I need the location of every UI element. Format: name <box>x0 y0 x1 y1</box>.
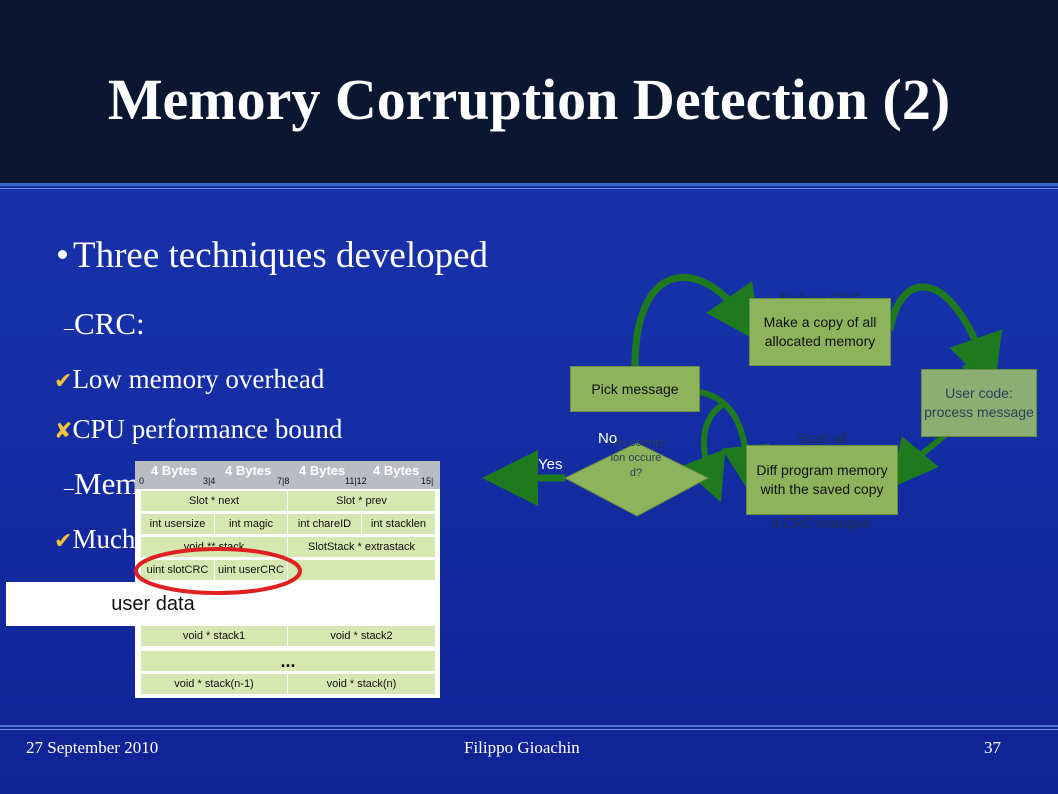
user-code-box: User code: process message <box>921 369 1037 437</box>
memory-header <box>135 461 440 489</box>
footer-author: Filippo Gioachin <box>464 738 580 757</box>
diff-program-box: Diff program memory with the saved copy <box>746 445 898 515</box>
memory-row: ... <box>141 651 435 671</box>
memory-cell: void * stack(n-1) <box>141 674 288 694</box>
memory-cell: uint slotCRC <box>141 560 215 580</box>
memory-cell: int magic <box>215 514 288 534</box>
header-label-3: 4 Bytes <box>299 463 346 478</box>
memory-cell: uint userCRC <box>215 560 288 580</box>
scan-all-label: Scan all <box>797 430 847 446</box>
footer-divider-thin <box>0 729 1058 730</box>
bullet-crc-pro-text: Low memory overhead <box>72 364 325 394</box>
pick-message-box: Pick message <box>570 366 700 412</box>
bullet-mem-pro-text: Much <box>72 524 136 554</box>
header-num-1: 3|4 <box>203 476 216 486</box>
bullet-mem-text: Mem <box>74 466 140 501</box>
footer-divider <box>0 725 1058 727</box>
slide-title: Memory Corruption Detection (2) <box>107 67 951 132</box>
decision-text: Has corrupt ion occure d? <box>607 437 665 479</box>
if-crc-changed-label: if CRC changed <box>771 515 871 531</box>
arrow-pick-to-copy <box>631 273 761 367</box>
memory-layout-figure: 4 Bytes 4 Bytes 4 Bytes 4 Bytes 0 3|4 7|… <box>135 461 440 698</box>
memory-cell: void * stack2 <box>330 630 393 642</box>
dash-icon: – <box>64 317 74 339</box>
memory-cell: Slot * prev <box>336 495 387 507</box>
footer-page-number: 37 <box>984 738 1001 757</box>
memory-row: void * stack(n-1) void * stack(n) <box>141 674 435 694</box>
footer-date: 27 September 2010 <box>26 738 159 757</box>
memory-cell: void * stack(n) <box>326 678 397 690</box>
arrow-copy-to-user <box>886 283 1003 392</box>
yes-label: Yes <box>538 456 563 473</box>
memory-cell: int chareID <box>288 514 362 534</box>
bullet-crc-con: ✘CPU performance bound <box>54 414 342 445</box>
bullet-main: Three techniques developed <box>58 234 488 277</box>
memory-cell: int usersize <box>141 514 215 534</box>
title-divider-thin <box>0 188 1058 189</box>
memory-row: uint slotCRC uint userCRC <box>141 560 435 580</box>
memory-row: void * stack1 void * stack2 <box>141 626 435 646</box>
no-label: No <box>598 430 618 447</box>
header-label-2: 4 Bytes <box>225 463 272 478</box>
bullet-dot-icon <box>58 250 67 260</box>
bullet-mem-pro: ✔Much <box>54 524 135 555</box>
bullet-mem: –Mem <box>64 466 139 502</box>
memory-cell: Slot * next <box>141 491 288 511</box>
bullet-main-text: Three techniques developed <box>73 235 489 276</box>
header-label-1: 4 Bytes <box>151 463 198 478</box>
check-icon: ✔ <box>54 368 73 393</box>
memory-cell: int stacklen <box>370 518 427 530</box>
decision-diamond <box>563 442 710 517</box>
header-label-4: 4 Bytes <box>373 463 420 478</box>
bullet-crc-con-text: CPU performance bound <box>72 414 343 444</box>
bullet-crc-pro: ✔Low memory overhead <box>54 364 324 395</box>
memory-cell-ellipsis: ... <box>280 650 296 671</box>
memory-row: int usersize int magic int chareID int s… <box>141 514 435 534</box>
check-icon: ✔ <box>54 528 73 553</box>
header-num-4: 15| <box>421 476 434 486</box>
memory-row: Slot * next Slot * prev <box>141 491 435 511</box>
header-num-2: 7|8 <box>277 476 290 486</box>
arrow-diff-to-decision <box>680 402 726 503</box>
header-num-3: 11|12 <box>345 476 367 486</box>
title-bar <box>0 0 1058 183</box>
cross-icon: ✘ <box>54 418 73 443</box>
memory-cell: SlotStack * extrastack <box>308 541 415 553</box>
header-num-0: 0 <box>139 476 145 486</box>
memory-cell: void * stack1 <box>141 626 288 646</box>
dash-icon: – <box>64 477 74 499</box>
bullet-crc: –CRC: <box>64 306 145 342</box>
bullet-crc-text: CRC: <box>74 306 145 341</box>
make-copy-box: Make a copy of all allocated memory <box>749 298 891 366</box>
title-divider <box>0 183 1058 186</box>
